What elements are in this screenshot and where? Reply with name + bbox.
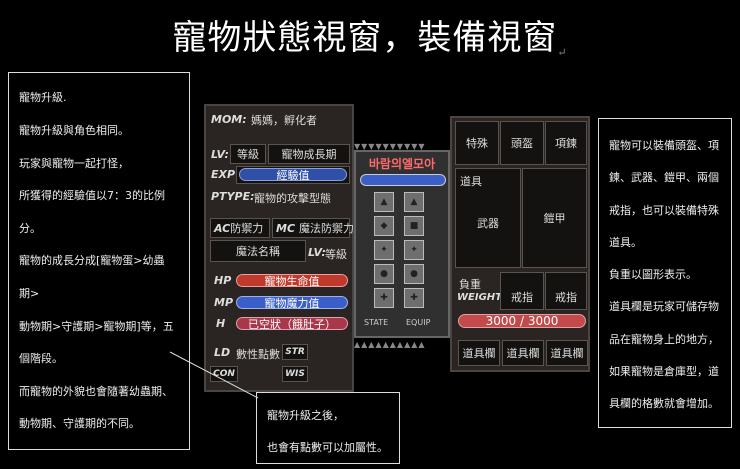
state-tab[interactable]: STATE — [364, 318, 389, 327]
equipment-panel: 特殊 頭盔 項鍊 道具 武器 鎧甲 負重 WEIGHT 戒指 戒指 3000 /… — [450, 116, 590, 372]
inventory-slot-2[interactable]: 道具欄 — [502, 340, 544, 366]
inventory-slot-3[interactable]: 道具欄 — [546, 340, 588, 366]
left-note-line: 所獲得的經驗值以7：3的比例 — [19, 189, 165, 202]
middle-control-panel: 바람의엘모아 ▲ ▲ ◆ ■ ✦ ✦ ● ● ✚ ✚ STATE EQUIP — [354, 150, 450, 338]
state-button-4[interactable]: ■ — [404, 216, 424, 236]
state-button-10[interactable]: ✚ — [404, 288, 424, 308]
wis-button[interactable]: WIS — [282, 366, 308, 382]
right-note-line: 道具欄是玩家可儲存物 — [609, 300, 719, 313]
state-button-3[interactable]: ◆ — [374, 216, 394, 236]
right-note-line: 道具。 — [609, 236, 642, 249]
title-return-mark: ↵ — [557, 46, 568, 59]
equip-tab[interactable]: EQUIP — [406, 318, 431, 327]
weight-bar: 3000 / 3000 — [458, 314, 586, 328]
hp-label: HP — [214, 274, 232, 287]
left-note-box: 寵物升級. 寵物升級與角色相同。 玩家與寵物一起打怪， 所獲得的經驗值以7：3的… — [8, 72, 190, 450]
weight-label-en: WEIGHT — [457, 292, 502, 303]
right-note-line: 如果寵物是倉庫型，道 — [609, 365, 719, 378]
mc-value: 魔法防禦力 — [299, 222, 355, 235]
left-note-line: 動物期>守護期>寵物期]等，五 — [19, 320, 174, 333]
ac-label: AC — [214, 221, 231, 235]
weapon-label: 武器 — [477, 217, 499, 230]
right-note-box: 寵物可以裝備頭盔、項 鍊、武器、鎧甲、兩個 戒指，也可以裝備特殊 道具。 負重以… — [598, 118, 732, 428]
left-note-line: 玩家與寵物一起打怪， — [19, 157, 129, 170]
ld-label: LD — [214, 346, 231, 359]
ring-slot-1[interactable]: 戒指 — [500, 272, 544, 310]
mp-bar: 寵物魔力值 — [236, 296, 348, 310]
helmet-slot[interactable]: 頭盔 — [500, 121, 544, 165]
top-arrow-row: ▼▼▼▼▼▼▼▼▼▼ — [354, 142, 426, 151]
state-button-9[interactable]: ✚ — [374, 288, 394, 308]
state-button-6[interactable]: ✦ — [404, 240, 424, 260]
page-title-text: 寵物狀態視窗，裝備視窗 — [172, 18, 558, 58]
right-note-line: 品在寵物身上的地方， — [609, 333, 719, 346]
armor-slot[interactable]: 鎧甲 — [522, 168, 587, 268]
right-note-line: 具欄的格數就會增加。 — [609, 397, 719, 410]
left-note-line: 而寵物的外貌也會隨著幼蟲期、 — [19, 385, 173, 398]
magic-lv-value: 等級 — [325, 248, 347, 261]
magic-name: 魔法名稱 — [210, 240, 306, 262]
mp-label: MP — [214, 296, 234, 309]
magic-lv-label: LV: — [308, 246, 326, 259]
exp-bar: 經驗值 — [239, 168, 347, 182]
bottom-note-line: 也會有點數可以加屬性。 — [267, 441, 388, 454]
bottom-note-box: 寵物升級之後， 也會有點數可以加屬性。 — [256, 392, 400, 464]
right-note-line: 戒指，也可以裝備特殊 — [609, 204, 719, 217]
state-button-1[interactable]: ▲ — [374, 192, 394, 212]
ptype-value: 寵物的攻擊型態 — [254, 192, 331, 205]
right-note-line: 寵物可以裝備頭盔、項 — [609, 139, 719, 152]
con-button[interactable]: CON — [210, 366, 238, 382]
hp-bar: 寵物生命值 — [236, 274, 348, 288]
state-button-7[interactable]: ● — [374, 264, 394, 284]
hunger-bar: 已空狀（餓肚子） — [236, 317, 348, 331]
left-note-line: 個階段。 — [19, 352, 63, 365]
left-note-line: 分。 — [19, 222, 41, 235]
middle-blue-bar — [360, 174, 446, 186]
right-note-line: 負重以圖形表示。 — [609, 268, 697, 281]
left-note-line: 期> — [19, 287, 40, 300]
exp-label: EXP — [211, 168, 236, 181]
str-button[interactable]: STR — [282, 344, 308, 360]
left-note-line: 動物期、守護期的不同。 — [19, 417, 140, 430]
left-note-line: 寵物升級. — [19, 91, 67, 104]
mom-label: MOM: — [211, 113, 247, 126]
exp-field: 經驗值 — [236, 166, 350, 184]
inventory-slot-1[interactable]: 道具欄 — [458, 340, 500, 366]
bottom-arrow-row: ▲▲▲▲▲▲▲▲▲▲ — [354, 340, 426, 349]
special-slot[interactable]: 特殊 — [455, 121, 499, 165]
left-note-line: 寵物升級與角色相同。 — [19, 124, 129, 137]
stat-points: 數性點數 — [236, 348, 280, 361]
weight-label-cn: 負重 — [459, 278, 481, 291]
mom-value: 媽媽，孵化者 — [246, 111, 350, 129]
ring-slot-2[interactable]: 戒指 — [545, 272, 587, 310]
state-button-5[interactable]: ✦ — [374, 240, 394, 260]
page-title: 寵物狀態視窗，裝備視窗↵ — [0, 10, 740, 59]
state-button-2[interactable]: ▲ — [404, 192, 424, 212]
left-note-line: 寵物的成長分成[寵物蛋>幼蟲 — [19, 254, 165, 267]
ptype-label: PTYPE: — [211, 190, 255, 203]
growth-stage: 寵物成長期 — [268, 144, 350, 164]
necklace-slot[interactable]: 項鍊 — [545, 121, 587, 165]
bottom-note-line: 寵物升級之後， — [267, 409, 344, 422]
hunger-label: H — [216, 317, 226, 330]
lv-value: 等級 — [230, 144, 266, 164]
state-button-8[interactable]: ● — [404, 264, 424, 284]
pet-status-panel: MOM: 媽媽，孵化者 LV: 等級 寵物成長期 EXP 經驗值 PTYPE: … — [204, 104, 354, 392]
lv-label: LV: — [211, 148, 229, 161]
mc-label: MC — [276, 221, 296, 235]
ac-value: 防禦力 — [230, 222, 264, 235]
items-label: 道具 — [460, 175, 482, 188]
panel-header: 바람의엘모아 — [368, 157, 436, 171]
right-note-line: 鍊、武器、鎧甲、兩個 — [609, 171, 719, 184]
weapon-slot[interactable]: 道具 — [455, 168, 521, 268]
